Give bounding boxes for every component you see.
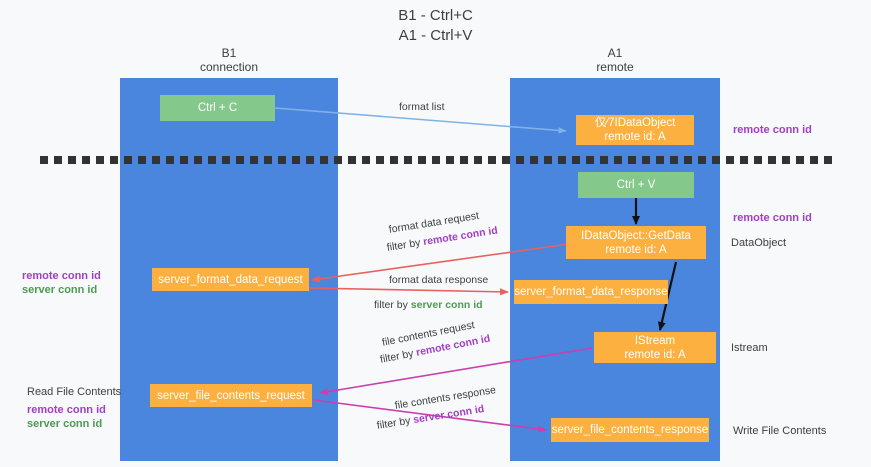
edge-label-format-list: format list bbox=[399, 101, 445, 113]
node-server-format-data-request[interactable]: server_format_data_request bbox=[152, 268, 309, 291]
node-idataobject-line1: 仅⁄7IDataObject bbox=[594, 117, 676, 129]
annotation-right-remote-conn-id-top: remote conn id bbox=[733, 124, 812, 136]
node-server-file-contents-response[interactable]: server_file_contents_response bbox=[551, 418, 709, 442]
filter-prefix-4: filter by bbox=[376, 414, 415, 432]
node-istream-line2: remote id: A bbox=[624, 348, 686, 361]
column-caption-a1: A1 remote bbox=[510, 46, 720, 74]
annotation-left-remote-conn-id: remote conn id bbox=[22, 270, 101, 282]
column-b1-sub: connection bbox=[199, 60, 259, 74]
annotation-left-read-file-contents: Read File Contents bbox=[27, 386, 122, 398]
node-getdata-line2: remote id: A bbox=[605, 243, 667, 256]
title-line-2: A1 - Ctrl+V bbox=[398, 27, 473, 44]
column-caption-b1: B1 connection bbox=[120, 46, 338, 74]
node-server-format-data-response[interactable]: server_format_data_response bbox=[514, 280, 668, 304]
node-server-format-data-response-label: server_format_data_response bbox=[514, 286, 668, 298]
phase-divider bbox=[40, 156, 833, 164]
node-server-file-contents-request[interactable]: server_file_contents_request bbox=[150, 384, 312, 407]
node-idataobject-getdata[interactable]: IDataObject::GetData remote id: A bbox=[566, 226, 706, 259]
annotation-right-write-file-contents: Write File Contents bbox=[733, 425, 827, 437]
edge-label-format-data-response-filter: filter by server conn id bbox=[374, 299, 483, 312]
filter-prefix-2: filter by bbox=[374, 299, 411, 311]
filter-value-2: server conn id bbox=[410, 299, 483, 311]
column-a1-sub: remote bbox=[596, 60, 634, 74]
edge-format-data-response bbox=[307, 287, 509, 296]
node-ctrl-c-label: Ctrl + C bbox=[197, 102, 238, 114]
annotation-left-remote-conn-id-2: remote conn id bbox=[27, 404, 106, 416]
edge-label-file-contents-response-filter: filter by server conn id bbox=[376, 403, 485, 433]
node-ctrl-v-label: Ctrl + V bbox=[616, 179, 656, 191]
node-server-format-data-request-label: server_format_data_request bbox=[158, 273, 303, 286]
title-line-1: B1 - Ctrl+C bbox=[398, 7, 473, 24]
node-server-file-contents-response-label: server_file_contents_response bbox=[551, 424, 709, 436]
node-getdata-line1: IDataObject::GetData bbox=[581, 229, 691, 242]
column-a1-name: A1 bbox=[607, 46, 623, 60]
node-idataobject[interactable]: 仅⁄7IDataObject remote id: A bbox=[576, 115, 694, 145]
annotation-left-server-conn-id-2: server conn id bbox=[27, 418, 103, 430]
diagram-title: B1 - Ctrl+C A1 - Ctrl+V bbox=[0, 6, 871, 46]
node-istream[interactable]: IStream remote id: A bbox=[594, 332, 716, 363]
node-istream-line1: IStream bbox=[634, 334, 676, 347]
node-server-file-contents-request-label: server_file_contents_request bbox=[157, 389, 305, 402]
annotation-right-dataobject: DataObject bbox=[731, 237, 787, 249]
node-idataobject-line2: remote id: A bbox=[604, 131, 666, 143]
edge-label-format-data-response: format data response bbox=[389, 274, 489, 286]
annotation-left-server-conn-id: server conn id bbox=[22, 284, 98, 296]
annotation-right-remote-conn-id-mid: remote conn id bbox=[733, 212, 812, 224]
annotation-right-istream: Istream bbox=[731, 342, 768, 354]
filter-prefix-3: filter by bbox=[379, 346, 418, 366]
filter-prefix-1: filter by bbox=[386, 236, 425, 254]
node-ctrl-v[interactable]: Ctrl + V bbox=[578, 172, 694, 198]
node-ctrl-c[interactable]: Ctrl + C bbox=[160, 95, 275, 121]
column-b1-name: B1 bbox=[221, 46, 237, 60]
